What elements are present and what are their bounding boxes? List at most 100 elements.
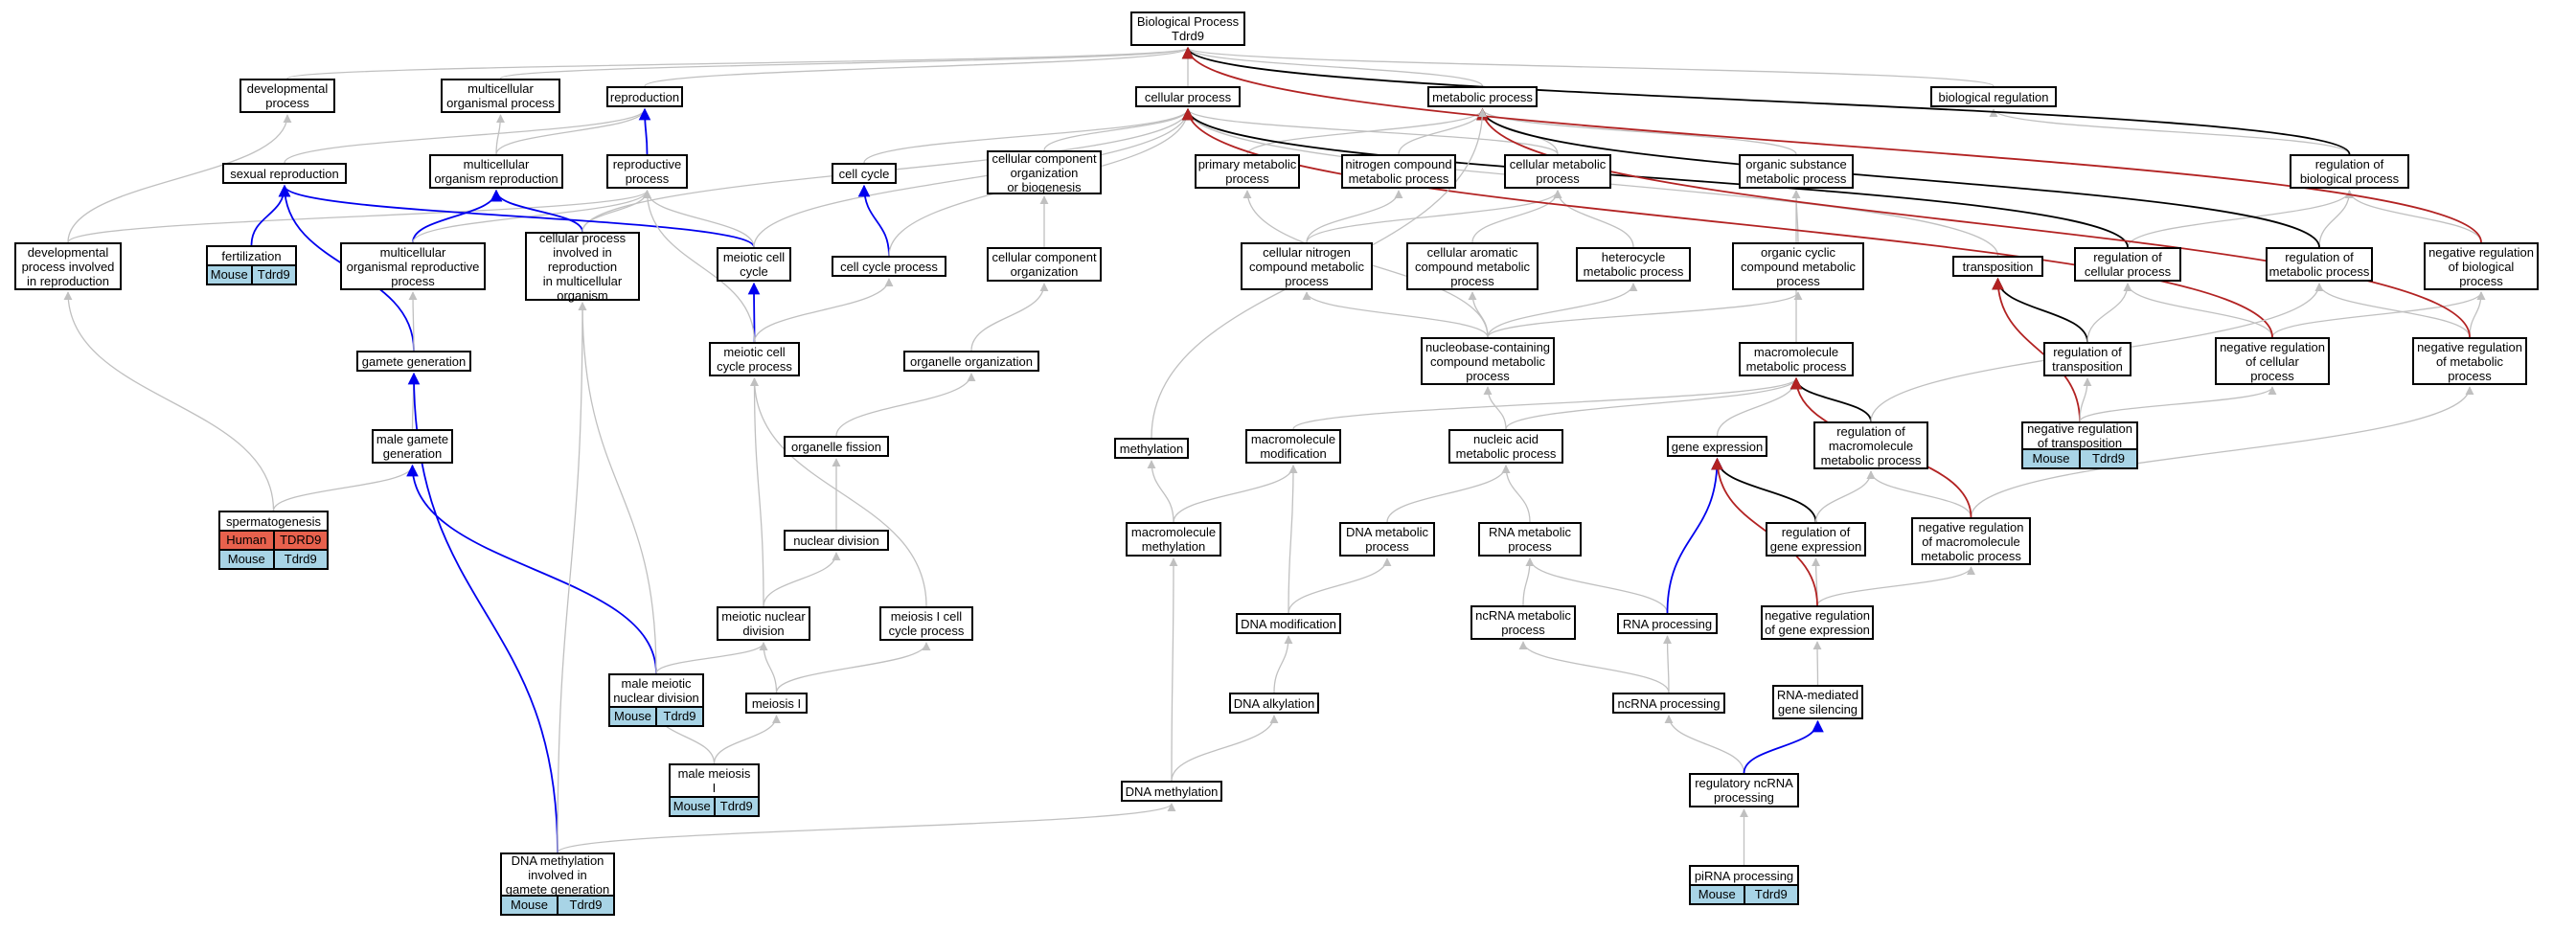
edge-meiosis1_ccp-to-meiotic_ccp xyxy=(749,377,927,607)
go-term-reg-cell[interactable]: regulation of cellular process xyxy=(2074,247,2181,282)
go-term-fertilization[interactable]: fertilization xyxy=(206,245,297,266)
go-term-meiotic-ccp[interactable]: meiotic cell cycle process xyxy=(709,342,800,376)
go-term-macro-mod[interactable]: macromolecule modification xyxy=(1245,429,1341,464)
go-term-organelle-fission[interactable]: organelle fission xyxy=(784,436,889,457)
go-term-cc-org-biog[interactable]: cellular component organization or bioge… xyxy=(987,150,1102,194)
go-term-neg-reg-gene[interactable]: negative regulation of gene expression xyxy=(1761,605,1874,640)
go-term-rna-met[interactable]: RNA metabolic process xyxy=(1478,522,1582,557)
go-term-cell-met[interactable]: cellular metabolic process xyxy=(1504,154,1611,189)
edge-repro_proc-to-reproduction xyxy=(638,107,651,155)
go-term-neg-reg-transp[interactable]: negative regulation of transposition xyxy=(2021,421,2138,450)
edge-cell_arom-to-cell_met xyxy=(1471,190,1562,243)
go-term-org-sub-met[interactable]: organic substance metabolic process xyxy=(1739,154,1854,189)
edge-meiotic_nuc_div-to-nuclear_div xyxy=(763,552,841,607)
gene-label: TDRD9 xyxy=(272,532,327,549)
go-term-cc-proc[interactable]: cell cycle process xyxy=(832,256,946,277)
go-term-ncrna-met[interactable]: ncRNA metabolic process xyxy=(1470,605,1576,640)
go-term-cell-nitro[interactable]: cellular nitrogen compound metabolic pro… xyxy=(1241,242,1373,290)
go-term-reproduction[interactable]: reproduction xyxy=(606,86,683,107)
edge-neg_reg_transp-to-neg_reg_cell xyxy=(2079,386,2277,422)
go-term-gene-expr[interactable]: gene expression xyxy=(1667,436,1767,457)
go-term-dna-alk[interactable]: DNA alkylation xyxy=(1229,693,1319,714)
edge-neg_reg_met-to-neg_reg_bio xyxy=(2469,291,2486,338)
go-term-bp[interactable]: Biological Process Tdrd9 xyxy=(1130,11,1245,46)
go-term-nuclear-div[interactable]: nuclear division xyxy=(784,530,889,551)
go-term-bio-reg[interactable]: biological regulation xyxy=(1930,86,2057,107)
go-term-reg-met[interactable]: regulation of metabolic process xyxy=(2266,247,2373,282)
edge-cc_proc-to-cell_cycle xyxy=(857,184,890,257)
go-term-cp-in-repro[interactable]: cellular process involved in reproductio… xyxy=(525,231,640,303)
go-term-pirna[interactable]: piRNA processing xyxy=(1689,865,1799,886)
edge-reproduction-to-bp xyxy=(644,47,1193,87)
edge-meiosis1-to-meiotic_nuc_div xyxy=(759,642,778,693)
go-term-rna-silencing[interactable]: RNA-mediated gene silencing xyxy=(1772,685,1863,719)
go-term-multi-org-repro[interactable]: multicellular organism reproduction xyxy=(429,154,563,189)
go-term-cell-arom[interactable]: cellular aromatic compound metabolic pro… xyxy=(1406,242,1539,290)
edge-reg_gene_expr-to-gene_expr xyxy=(1711,457,1817,523)
gene-label: Tdrd9 xyxy=(713,798,758,815)
go-term-neg-reg-cell[interactable]: negative regulation of cellular process xyxy=(2215,337,2330,385)
edge-rna_met-to-nucleic_met xyxy=(1501,465,1531,523)
edge-spermatogenesis-to-dev_proc_repro xyxy=(63,291,275,511)
go-term-multi-org-proc[interactable]: multicellular organismal process xyxy=(441,79,560,113)
go-term-meiosis1-ccp[interactable]: meiosis I cell cycle process xyxy=(879,606,973,641)
go-term-neg-reg-met[interactable]: negative regulation of metabolic process xyxy=(2412,337,2527,385)
go-term-primary-met[interactable]: primary metabolic process xyxy=(1195,154,1300,189)
go-term-organelle-org[interactable]: organelle organization xyxy=(903,351,1039,372)
go-term-neg-reg-bio[interactable]: negative regulation of biological proces… xyxy=(2424,242,2539,290)
go-term-meiotic-nuc-div[interactable]: meiotic nuclear division xyxy=(717,606,810,641)
go-term-reg-macro-met[interactable]: regulation of macromolecule metabolic pr… xyxy=(1813,421,1928,469)
go-term-neg-reg-macro[interactable]: negative regulation of macromolecule met… xyxy=(1911,517,2031,565)
go-term-repro-proc[interactable]: reproductive process xyxy=(606,154,688,189)
go-term-methylation[interactable]: methylation xyxy=(1114,438,1189,459)
go-term-reg-ncrna[interactable]: regulatory ncRNA processing xyxy=(1689,773,1799,807)
go-term-gamete-gen[interactable]: gamete generation xyxy=(356,351,471,372)
go-term-dna-mod[interactable]: DNA modification xyxy=(1236,613,1341,634)
edge-dev_proc_repro-to-repro_proc xyxy=(67,190,651,243)
go-term-reg-transp[interactable]: regulation of transposition xyxy=(2043,342,2131,376)
go-term-dev-proc-repro[interactable]: developmental process involved in reprod… xyxy=(14,242,122,290)
go-term-spermatogenesis[interactable]: spermatogenesis xyxy=(218,511,329,532)
go-term-dev-proc[interactable]: developmental process xyxy=(239,79,335,113)
edge-ncrna_met-to-rna_met xyxy=(1522,557,1535,606)
go-term-cc-org[interactable]: cellular component organization xyxy=(987,247,1102,282)
go-term-heterocycle[interactable]: heterocycle metabolic process xyxy=(1576,247,1691,282)
go-term-male-meiosis1[interactable]: male meiosis I xyxy=(669,763,760,798)
go-term-metabolic-proc[interactable]: metabolic process xyxy=(1427,86,1538,107)
go-term-ncrna-proc[interactable]: ncRNA processing xyxy=(1612,693,1725,714)
edge-nitrogen_met-to-metabolic_proc xyxy=(1398,108,1488,155)
go-term-male-meiotic[interactable]: male meiotic nuclear division xyxy=(608,673,704,708)
go-term-reg-gene-expr[interactable]: regulation of gene expression xyxy=(1766,522,1866,557)
go-term-dna-met[interactable]: DNA metabolic process xyxy=(1339,522,1435,557)
go-term-multi-repro-proc[interactable]: multicellular organismal reproductive pr… xyxy=(340,242,486,290)
go-term-reg-bio[interactable]: regulation of biological process xyxy=(2290,154,2409,189)
go-term-meiotic-cc[interactable]: meiotic cell cycle xyxy=(717,247,791,282)
go-term-macro-met[interactable]: macromolecule metabolic process xyxy=(1739,342,1854,376)
go-term-nitrogen-met[interactable]: nitrogen compound metabolic process xyxy=(1341,154,1456,189)
go-term-male-gamete[interactable]: male gamete generation xyxy=(372,429,453,464)
gene-label: Tdrd9 xyxy=(2079,450,2136,467)
go-term-cellular-proc[interactable]: cellular process xyxy=(1135,86,1241,107)
go-term-dna-meth-gamete[interactable]: DNA methylation involved in gamete gener… xyxy=(500,852,615,897)
go-term-org-cyclic[interactable]: organic cyclic compound metabolic proces… xyxy=(1732,242,1864,290)
edge-male_meiosis1-to-meiosis1 xyxy=(713,715,782,764)
go-term-rna-proc[interactable]: RNA processing xyxy=(1617,613,1718,634)
go-term-nucleobase[interactable]: nucleobase-containing compound metabolic… xyxy=(1421,337,1555,385)
go-term-cell-cycle[interactable]: cell cycle xyxy=(832,163,897,184)
go-term-nucleic-met[interactable]: nucleic acid metabolic process xyxy=(1448,429,1563,464)
go-term-sexual-repro[interactable]: sexual reproduction xyxy=(222,163,347,184)
edge-ncrna_proc-to-rna_proc xyxy=(1662,635,1673,693)
go-term-dna-methylation[interactable]: DNA methylation xyxy=(1121,781,1222,802)
go-term-meiosis1[interactable]: meiosis I xyxy=(745,693,808,714)
edge-organelle_org-to-cc_org xyxy=(970,283,1049,352)
go-term-transposition[interactable]: transposition xyxy=(1952,256,2043,277)
edge-multi_org_repro-to-multi_org_proc xyxy=(495,114,506,155)
go-term-macro-methyl[interactable]: macromolecule methylation xyxy=(1126,522,1221,557)
edge-multi_org_repro-to-reproduction xyxy=(495,108,650,155)
edge-meiosis1-to-meiosis1_ccp xyxy=(775,642,931,693)
edge-neg_reg_transp-to-transposition xyxy=(1992,277,2081,422)
